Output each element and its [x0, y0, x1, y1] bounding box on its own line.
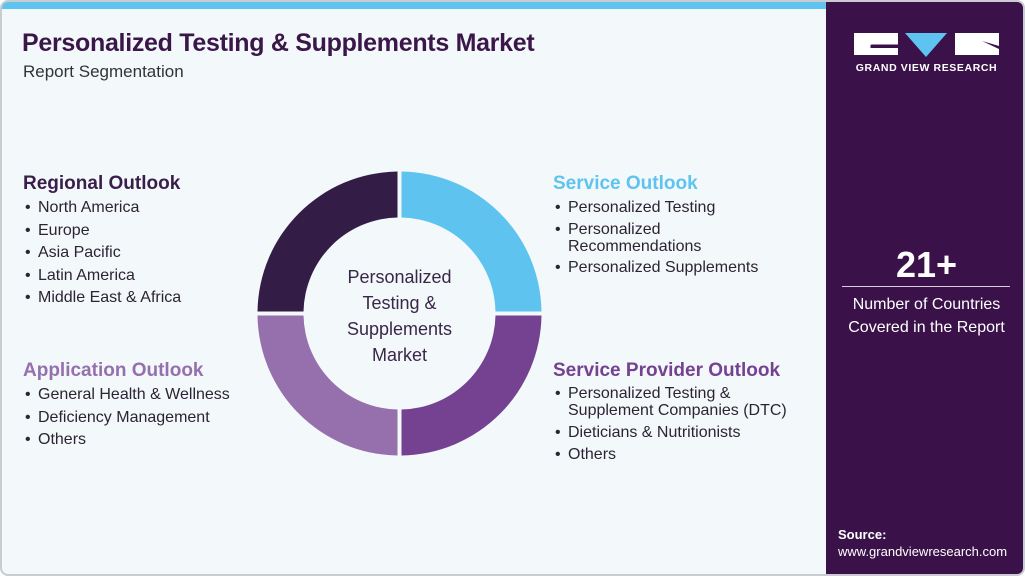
page-subtitle: Report Segmentation	[23, 62, 184, 81]
list-item: Latin America	[23, 266, 181, 285]
donut-center-label: Personalized Testing & Supplements Marke…	[312, 264, 487, 368]
list-item: Others	[553, 445, 787, 464]
list-item: Personalized Supplements	[553, 258, 758, 277]
service-outlook-title: Service Outlook	[553, 173, 698, 194]
stat-divider	[842, 286, 1010, 287]
stat-label-line: Number of Countries	[852, 296, 1001, 313]
service-provider-outlook-section: Service Provider Outlook Personalized Te…	[553, 360, 787, 468]
center-label-line: Supplements	[346, 319, 453, 339]
regional-outlook-list: North America Europe Asia Pacific Latin …	[23, 198, 181, 307]
donut-segment-application	[257, 315, 398, 456]
center-label-line: Testing &	[362, 293, 437, 313]
list-item: Deficiency Management	[23, 408, 230, 427]
service-outlook-section: Service Outlook Personalized Testing Per…	[553, 173, 758, 281]
list-item: Others	[23, 430, 230, 449]
list-item: Europe	[23, 221, 181, 240]
regional-outlook-title: Regional Outlook	[23, 173, 181, 194]
application-outlook-list: General Health & Wellness Deficiency Man…	[23, 385, 230, 449]
countries-stat-value: 21+	[895, 244, 958, 285]
source-label: Source:	[838, 527, 887, 542]
list-item: Asia Pacific	[23, 243, 181, 262]
service-provider-outlook-title: Service Provider Outlook	[553, 360, 781, 381]
center-label-line: Market	[371, 345, 427, 365]
regional-outlook-section: Regional Outlook North America Europe As…	[23, 173, 181, 311]
list-item: Dieticians & Nutritionists	[553, 423, 787, 442]
service-provider-outlook-list: Personalized Testing & Supplement Compan…	[553, 385, 787, 464]
segmentation-donut-chart	[257, 171, 542, 456]
list-item: North America	[23, 198, 181, 217]
donut-segment-regional	[257, 171, 398, 312]
donut-segment-service	[401, 171, 542, 312]
stat-label-line: Covered in the Report	[848, 319, 1005, 336]
brand-sidebar: GRAND VIEW RESEARCH 21+ Number of Countr…	[826, 2, 1023, 574]
list-item: Personalized Testing & Supplement Compan…	[553, 385, 787, 419]
service-outlook-list: Personalized Testing Personalized Recomm…	[553, 198, 758, 277]
source-url: www.grandviewresearch.com	[838, 544, 1008, 559]
list-item: Middle East & Africa	[23, 288, 181, 307]
donut-segment-service-provider	[401, 315, 542, 456]
list-item: Personalized Recommendations	[553, 221, 758, 255]
application-outlook-title: Application Outlook	[23, 360, 204, 381]
page-title: Personalized Testing & Supplements Marke…	[22, 29, 535, 57]
center-label-line: Personalized	[347, 267, 452, 287]
countries-stat-label: Number of Countries Covered in the Repor…	[826, 293, 1023, 339]
gvr-logo-icon	[854, 33, 999, 57]
accent-bar	[2, 2, 828, 9]
brand-name: GRAND VIEW RESEARCH	[855, 62, 998, 74]
application-outlook-section: Application Outlook General Health & Wel…	[23, 360, 230, 453]
list-item: General Health & Wellness	[23, 385, 230, 404]
list-item: Personalized Testing	[553, 198, 758, 217]
